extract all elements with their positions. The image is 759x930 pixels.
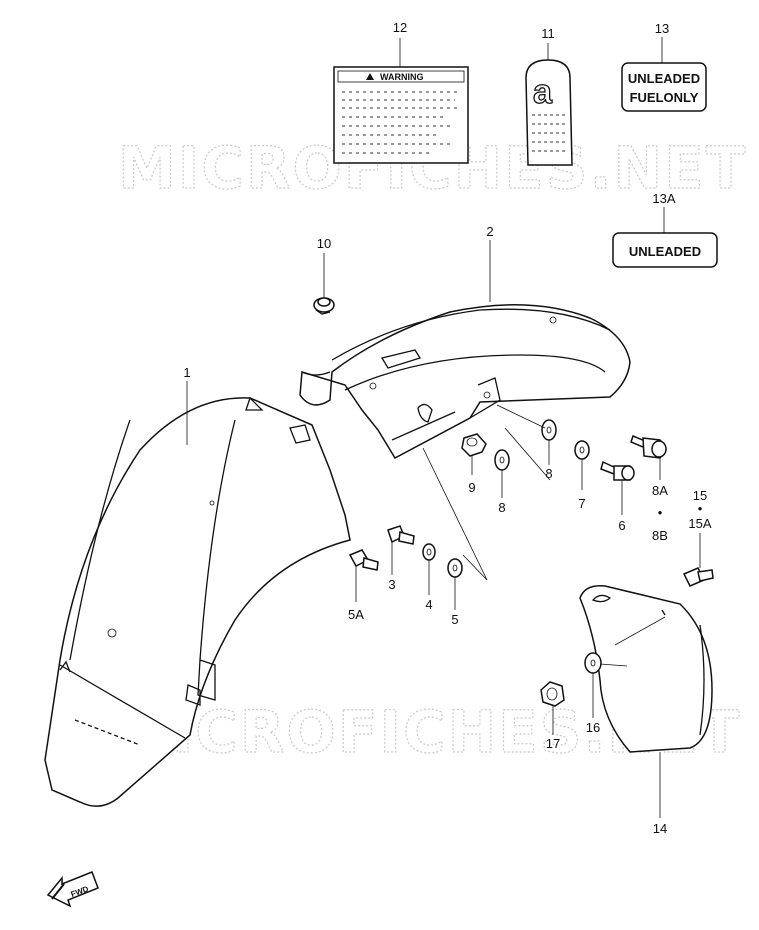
grommet-part-10[interactable] xyxy=(313,297,335,315)
washer-part-5[interactable] xyxy=(447,558,463,578)
callout-13a: 13A xyxy=(652,191,675,206)
warning-label-text-lines xyxy=(342,91,460,154)
collar-part-9[interactable] xyxy=(461,433,487,457)
warning-label-part-12[interactable]: WARNING xyxy=(333,66,469,164)
callout-15a: 15A xyxy=(688,516,711,531)
fuel-label-line2: FUELONLY xyxy=(630,90,699,105)
callout-8-upper: 8 xyxy=(545,466,552,481)
callout-5a: 5A xyxy=(348,607,364,622)
bolt-part-15[interactable] xyxy=(682,567,714,587)
inner-fender-part-1[interactable] xyxy=(44,396,351,807)
callout-4: 4 xyxy=(425,597,432,612)
fuel-label-part-13[interactable]: UNLEADED FUELONLY xyxy=(621,62,707,112)
callout-14: 14 xyxy=(653,821,667,836)
nut-part-17[interactable] xyxy=(540,681,565,707)
bolt-part-5a[interactable] xyxy=(348,549,379,571)
fwd-arrow-icon: FWD xyxy=(46,871,99,908)
callout-dot-b: • xyxy=(698,501,703,516)
emblem-letter: a xyxy=(533,73,553,111)
emblem-label-part-11[interactable]: a xyxy=(525,59,573,166)
warning-triangle-icon xyxy=(366,73,374,80)
callout-10: 10 xyxy=(317,236,331,251)
bolt-part-8a[interactable] xyxy=(630,434,667,459)
washer-part-16[interactable] xyxy=(584,652,602,674)
bolt-part-3[interactable] xyxy=(387,525,415,545)
callout-17: 17 xyxy=(546,736,560,751)
callout-12: 12 xyxy=(393,20,407,35)
callout-6: 6 xyxy=(618,518,625,533)
callout-15: 15 xyxy=(693,488,707,503)
bolt-part-6[interactable] xyxy=(600,460,635,481)
callout-5: 5 xyxy=(451,612,458,627)
washer-part-8-upper[interactable] xyxy=(541,419,557,441)
warning-label-title: WARNING xyxy=(380,72,424,82)
callout-numbers: 12 11 13 13A 10 2 1 8 8 9 7 6 8A • 8B 3 … xyxy=(183,20,712,836)
rear-fender-part-2[interactable] xyxy=(299,304,631,459)
unleaded-label-text: UNLEADED xyxy=(629,244,701,259)
callout-2: 2 xyxy=(486,224,493,239)
callout-16: 16 xyxy=(586,720,600,735)
callout-8b: 8B xyxy=(652,528,668,543)
callout-9: 9 xyxy=(468,480,475,495)
washer-part-7[interactable] xyxy=(574,440,590,460)
washer-part-4[interactable] xyxy=(422,543,436,561)
callout-13: 13 xyxy=(655,21,669,36)
fuel-label-part-13a[interactable]: UNLEADED xyxy=(612,232,718,268)
callout-3: 3 xyxy=(388,577,395,592)
callout-8-lower: 8 xyxy=(498,500,505,515)
callout-11: 11 xyxy=(541,26,555,41)
callout-1: 1 xyxy=(183,365,190,380)
callout-7: 7 xyxy=(578,496,585,511)
washer-part-8-lower[interactable] xyxy=(494,449,510,471)
callout-dot-a: • xyxy=(658,505,663,520)
fuel-label-line1: UNLEADED xyxy=(628,71,700,86)
callout-8a: 8A xyxy=(652,483,668,498)
leader-lines xyxy=(186,37,701,818)
